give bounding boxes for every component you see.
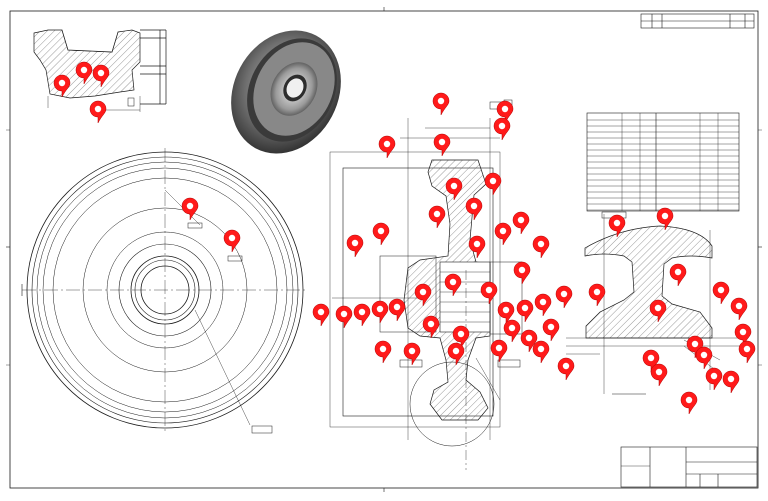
rail-section-view xyxy=(566,211,740,395)
location-pin-icon[interactable] xyxy=(512,211,530,235)
location-pin-icon[interactable] xyxy=(722,370,740,394)
location-pin-icon[interactable] xyxy=(496,100,514,124)
location-pin-icon[interactable] xyxy=(649,299,667,323)
sheet-border xyxy=(6,7,762,492)
location-pin-icon[interactable] xyxy=(497,301,515,325)
location-pin-icon[interactable] xyxy=(53,74,71,98)
location-pin-icon[interactable] xyxy=(730,297,748,321)
location-pin-icon[interactable] xyxy=(432,92,450,116)
location-pin-icon[interactable] xyxy=(181,197,199,221)
location-pin-icon[interactable] xyxy=(414,283,432,307)
location-pin-icon[interactable] xyxy=(680,391,698,415)
location-pin-icon[interactable] xyxy=(555,285,573,309)
location-pin-icon[interactable] xyxy=(557,357,575,381)
location-pin-icon[interactable] xyxy=(335,305,353,329)
location-pin-icon[interactable] xyxy=(445,177,463,201)
location-pin-icon[interactable] xyxy=(465,197,483,221)
location-pin-icon[interactable] xyxy=(532,340,550,364)
location-pin-icon[interactable] xyxy=(89,100,107,124)
location-pin-icon[interactable] xyxy=(490,339,508,363)
location-pin-icon[interactable] xyxy=(513,261,531,285)
location-pin-icon[interactable] xyxy=(542,318,560,342)
location-pin-icon[interactable] xyxy=(669,263,687,287)
location-pin-icon[interactable] xyxy=(75,61,93,85)
location-pin-icon[interactable] xyxy=(372,222,390,246)
location-pin-icon[interactable] xyxy=(650,363,668,387)
location-pin-icon[interactable] xyxy=(374,340,392,364)
revision-block xyxy=(640,13,755,29)
location-pin-icon[interactable] xyxy=(223,229,241,253)
location-pin-icon[interactable] xyxy=(403,342,421,366)
location-pin-icon[interactable] xyxy=(738,340,756,364)
location-pin-icon[interactable] xyxy=(388,298,406,322)
location-pin-icon[interactable] xyxy=(712,281,730,305)
location-pin-icon[interactable] xyxy=(433,133,451,157)
location-pin-icon[interactable] xyxy=(484,172,502,196)
location-pin-icon[interactable] xyxy=(468,235,486,259)
location-pin-icon[interactable] xyxy=(734,323,752,347)
location-pin-icon[interactable] xyxy=(608,214,626,238)
location-pin-icon[interactable] xyxy=(494,222,512,246)
location-pin-icon[interactable] xyxy=(656,207,674,231)
location-pin-icon[interactable] xyxy=(346,234,364,258)
location-pin-icon[interactable] xyxy=(92,64,110,88)
location-pin-icon[interactable] xyxy=(353,303,371,327)
location-pin-icon[interactable] xyxy=(480,281,498,305)
data-table xyxy=(586,112,740,212)
location-pin-icon[interactable] xyxy=(695,346,713,370)
location-pin-icon[interactable] xyxy=(532,235,550,259)
location-pin-icon[interactable] xyxy=(371,300,389,324)
location-pin-icon[interactable] xyxy=(378,135,396,159)
location-pin-icon[interactable] xyxy=(588,283,606,307)
location-pin-icon[interactable] xyxy=(452,325,470,349)
location-pin-icon[interactable] xyxy=(516,299,534,323)
location-marker-layer xyxy=(53,61,756,415)
location-pin-icon[interactable] xyxy=(444,273,462,297)
location-pin-icon[interactable] xyxy=(534,293,552,317)
location-pin-icon[interactable] xyxy=(422,315,440,339)
location-pin-icon[interactable] xyxy=(503,319,521,343)
location-pin-icon[interactable] xyxy=(705,367,723,391)
location-pin-icon[interactable] xyxy=(642,349,660,373)
location-pin-icon[interactable] xyxy=(312,303,330,327)
wheel-3d-render xyxy=(231,30,341,154)
location-pin-icon[interactable] xyxy=(428,205,446,229)
location-pin-icon[interactable] xyxy=(447,342,465,366)
main-section-view xyxy=(329,99,523,470)
location-pin-icon[interactable] xyxy=(520,329,538,353)
title-block xyxy=(620,446,758,488)
wheel-front-view xyxy=(21,148,308,434)
location-pin-icon[interactable] xyxy=(493,117,511,141)
